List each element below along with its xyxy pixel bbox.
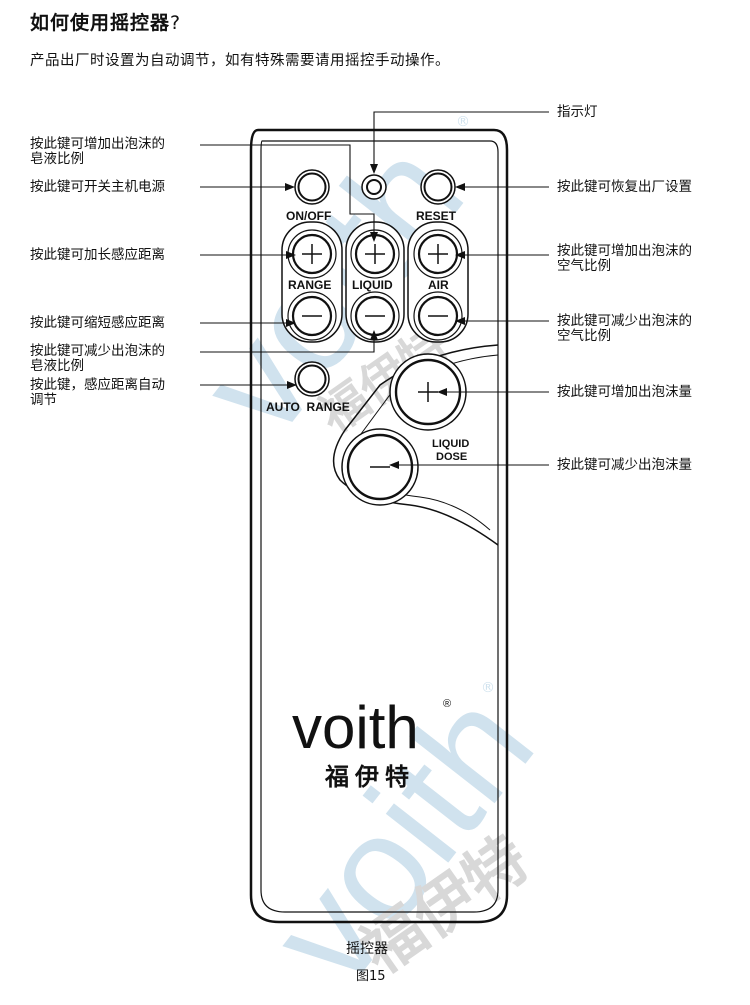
callout-air-down: 按此键可减少出泡沫的空气比例 — [557, 313, 692, 344]
brand-logo: voith — [292, 694, 419, 761]
callout-range-up: 按此键可加长感应距离 — [30, 247, 165, 263]
indicator-light — [361, 174, 387, 200]
auto-range-button[interactable] — [294, 361, 330, 397]
page-heading: 如何使用摇控器? — [30, 12, 182, 34]
liquid-minus-button[interactable] — [350, 291, 400, 341]
air-label: AIR — [428, 278, 449, 292]
brand-registered: ® — [443, 698, 451, 710]
figure-caption: 摇控器 — [346, 941, 388, 957]
dose-minus-button[interactable] — [341, 428, 419, 506]
liquid-dose-label-1: LIQUID — [432, 438, 469, 450]
callout-air-up: 按此键可增加出泡沫的空气比例 — [557, 243, 692, 274]
liquid-dose-label-2: DOSE — [436, 451, 467, 463]
auto-range-label: AUTO RANGE — [266, 400, 350, 414]
liquid-label: LIQUID — [352, 278, 393, 292]
callout-liquid-up: 按此键可增加出泡沫的皂液比例 — [30, 136, 165, 167]
callout-range-down: 按此键可缩短感应距离 — [30, 315, 165, 331]
air-minus-button[interactable] — [413, 291, 463, 341]
air-plus-button[interactable] — [413, 229, 463, 279]
reset-label: RESET — [416, 209, 457, 223]
range-minus-button[interactable] — [287, 291, 337, 341]
callout-dose-down: 按此键可减少出泡沫量 — [557, 457, 692, 473]
intro-text: 产品出厂时设置为自动调节，如有特殊需要请用摇控手动操作。 — [30, 53, 450, 69]
liquid-plus-button[interactable] — [350, 229, 400, 279]
dose-plus-button[interactable] — [389, 353, 467, 431]
figure-number: 图15 — [356, 969, 386, 984]
reset-button[interactable] — [420, 169, 456, 205]
range-plus-button[interactable] — [287, 229, 337, 279]
callout-power: 按此键可开关主机电源 — [30, 179, 165, 195]
leader-lines — [200, 111, 549, 466]
on-off-button[interactable] — [294, 169, 330, 205]
range-label: RANGE — [288, 278, 331, 292]
remote-body-inner — [260, 140, 499, 913]
brand-chinese: 福伊特 — [324, 763, 415, 791]
leader-arrowheads — [285, 164, 465, 469]
callout-reset: 按此键可恢复出厂设置 — [557, 179, 692, 195]
watermark-registered-top: ® — [456, 114, 470, 130]
watermark-registered-bottom: ® — [481, 680, 495, 696]
callout-liquid-down: 按此键可减少出泡沫的皂液比例 — [30, 343, 165, 374]
callout-indicator: 指示灯 — [557, 104, 598, 120]
callout-auto-range: 按此键，感应距离自动调节 — [30, 377, 165, 408]
callout-dose-up: 按此键可增加出泡沫量 — [557, 384, 692, 400]
on-off-label: ON/OFF — [286, 209, 331, 223]
remote-body-outer — [249, 128, 509, 924]
